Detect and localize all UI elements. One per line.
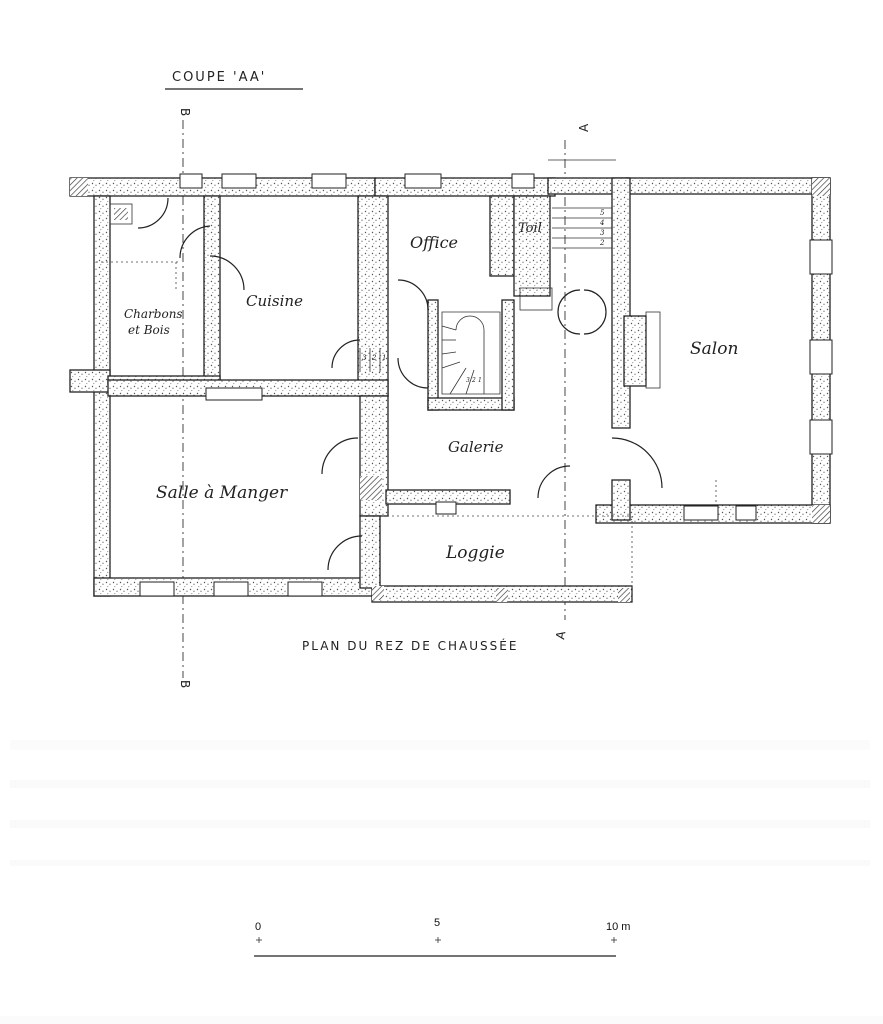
section-title: COUPE 'AA' (165, 70, 303, 90)
small-stair-3: 3 (362, 354, 367, 362)
plan-details (70, 178, 830, 602)
room-labels: Charbons et Bois Cuisine Office Toil Sal… (124, 221, 738, 563)
main-stair: 5 4 3 2 (552, 207, 612, 249)
doors (137, 197, 663, 571)
section-mark-b-top: B (178, 108, 192, 118)
spiral-step-1: 1 (478, 377, 482, 384)
section-mark-a-top: A (577, 122, 591, 132)
plan-title: PLAN DU REZ DE CHAUSSÉE (302, 638, 518, 653)
section-mark-a-bottom: A (553, 628, 569, 640)
room-label-salon: Salon (690, 339, 738, 359)
scale-label-5: 5 (434, 917, 440, 929)
small-stair-2: 2 (371, 354, 377, 362)
room-label-et-bois: et Bois (128, 323, 170, 337)
room-label-galerie: Galerie (448, 438, 504, 456)
scale-label-0: 0 (255, 921, 261, 933)
section-mark-b-bottom: B (178, 680, 192, 690)
stair-step-5: 5 (600, 209, 605, 217)
page-background-texture (0, 740, 883, 1024)
small-stair: 3 2 1 (359, 348, 386, 372)
stair-step-4: 4 (599, 219, 604, 227)
room-label-salle-a-manger: Salle à Manger (156, 483, 288, 503)
stair-step-2: 2 (599, 239, 605, 247)
interior-walls (107, 177, 647, 589)
spiral-stair: 1 2 3 (441, 311, 501, 395)
stair-step-3: 3 (600, 229, 605, 237)
room-label-charbons: Charbons (124, 307, 183, 321)
scale-label-10m: 10 m (606, 921, 630, 933)
scale-bar: 0 5 10 m (254, 917, 630, 957)
room-label-loggie: Loggie (445, 543, 505, 563)
room-label-cuisine: Cuisine (246, 292, 303, 310)
room-label-toil: Toil (518, 221, 542, 236)
small-stair-1: 1 (382, 354, 386, 362)
section-title-text: COUPE 'AA' (172, 70, 266, 85)
section-line-a: A A (548, 122, 616, 641)
spiral-step-3: 3 (466, 377, 470, 384)
windows (139, 173, 833, 597)
room-label-office: Office (410, 233, 458, 252)
spiral-step-2: 2 (471, 377, 476, 384)
